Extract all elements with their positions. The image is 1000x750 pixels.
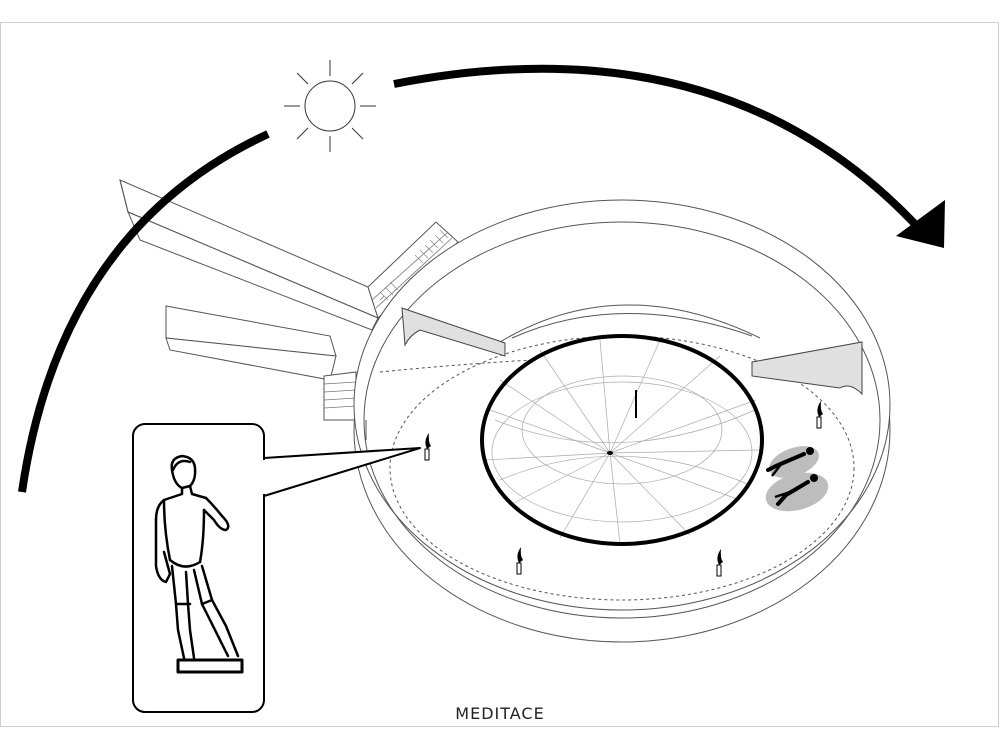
candle-icon <box>516 547 523 575</box>
person-lying-icon <box>766 446 819 478</box>
candle-icon <box>424 433 431 461</box>
candle-icon <box>816 401 823 429</box>
diagram-caption: MEDITACE <box>455 704 545 723</box>
statue-icon <box>154 454 244 674</box>
sun-path-arrow <box>18 64 945 493</box>
sun-icon <box>284 60 376 152</box>
candle-icon <box>716 549 723 577</box>
wall-fragments <box>401 307 863 396</box>
person-lying-icon <box>765 472 829 512</box>
diagram-frame <box>0 22 999 727</box>
inner-court <box>499 304 761 343</box>
oculus <box>480 334 764 546</box>
